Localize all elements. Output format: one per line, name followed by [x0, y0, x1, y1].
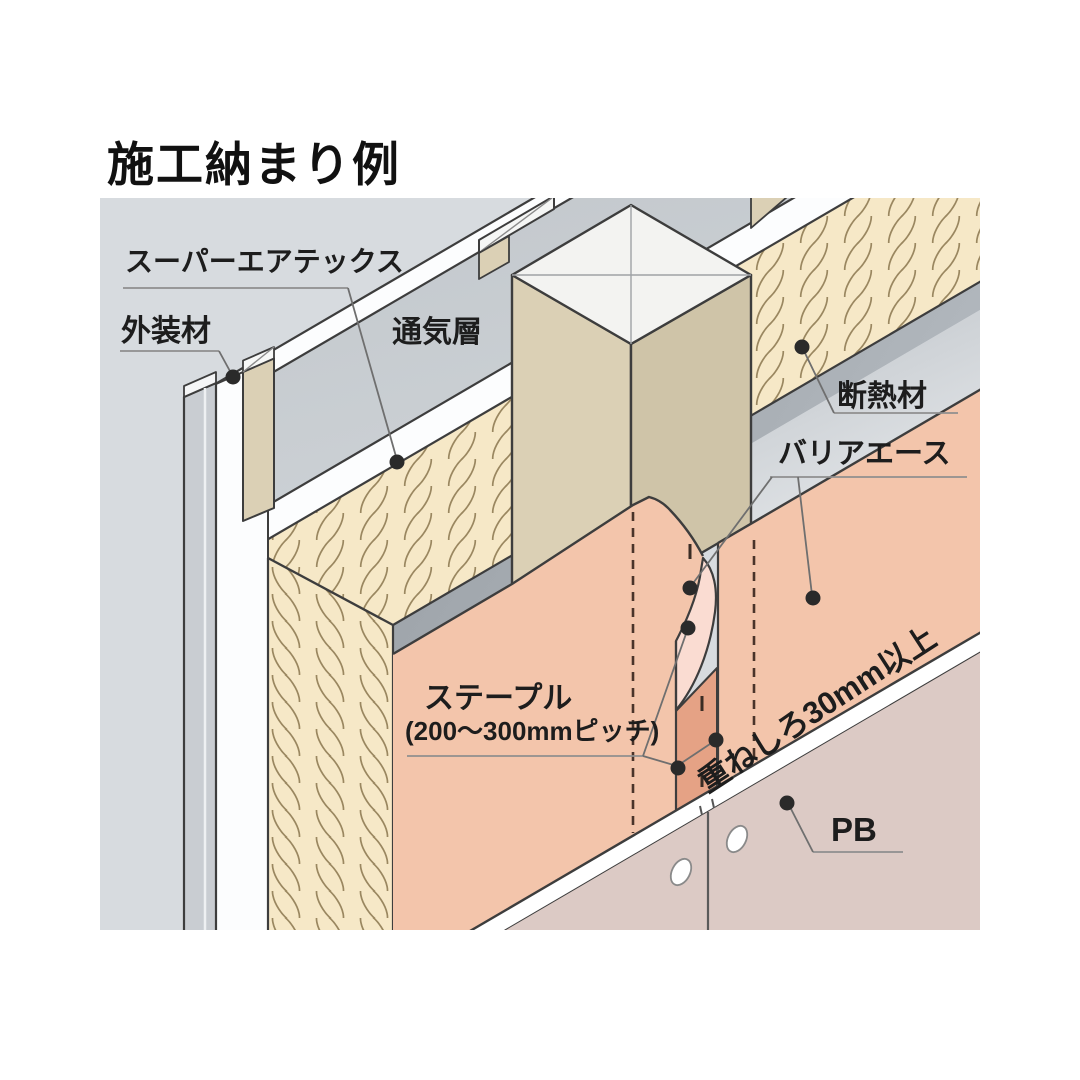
wall-gray-right	[751, 310, 980, 524]
furring-strip	[242, 346, 275, 522]
sheet-curl	[674, 556, 718, 712]
stud-top-left	[478, 198, 555, 280]
pb-board	[505, 652, 980, 930]
cladding-end-strip	[182, 371, 218, 930]
staples	[688, 544, 704, 787]
pb-screw-hole	[669, 857, 693, 887]
label-exterior-material: 外装材	[121, 315, 211, 348]
insulation-cross-section	[266, 556, 395, 930]
label-insulation: 断熱材	[837, 380, 927, 413]
leader-lines	[120, 287, 967, 853]
label-staple-pitch: (200〜300mmピッチ)	[405, 716, 660, 746]
label-staple: ステープル	[424, 682, 573, 715]
page-title: 施工納まり例	[107, 138, 401, 191]
label-super-airtex: スーパーエアテックス	[125, 246, 404, 277]
leader-dots	[225, 339, 821, 811]
stud-top-right	[750, 198, 788, 229]
label-ventilation-layer: 通気層	[392, 316, 482, 349]
pb-screw-hole	[725, 824, 749, 854]
label-barrier-ace: バリアエース	[778, 438, 951, 470]
barrier-sheet-left	[392, 495, 705, 930]
label-pb: PB	[831, 811, 877, 848]
